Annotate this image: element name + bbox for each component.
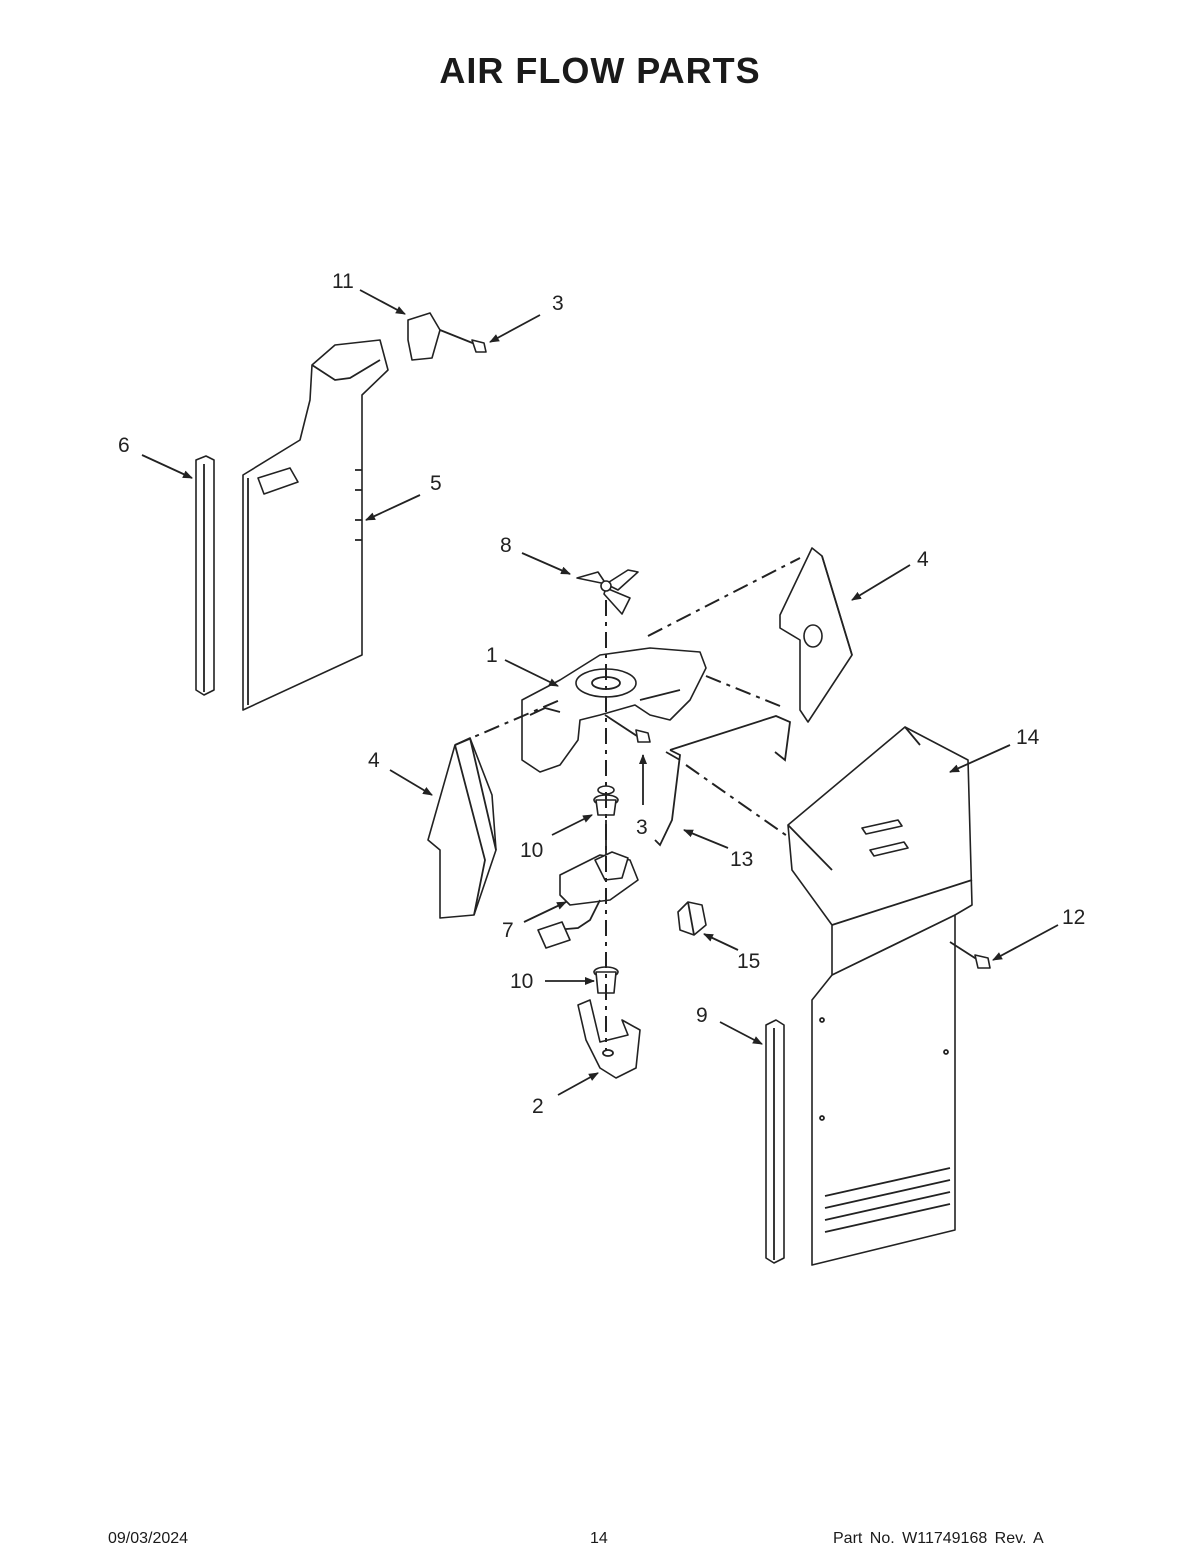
callout-labels: 11 3 6 5 8 4 1 4 14 3 10 13 7 12 15 10 9… <box>118 270 1085 1118</box>
callout-10-upper: 10 <box>520 839 543 862</box>
callout-8: 8 <box>500 534 512 557</box>
fan-blade <box>576 569 639 615</box>
footer-date: 09/03/2024 <box>108 1530 189 1547</box>
callout-5: 5 <box>430 472 442 495</box>
callout-11: 12 <box>1062 906 1085 929</box>
grommet-lower <box>593 966 619 994</box>
wire-bracket <box>654 715 791 847</box>
callout-6: 6 <box>118 434 130 457</box>
callout-12: 11 <box>332 270 354 293</box>
gasket-strip-left <box>195 455 215 696</box>
callout-3-middle: 3 <box>636 816 648 839</box>
alignment-lines <box>454 557 801 1050</box>
fan-motor <box>537 820 639 949</box>
gasket-strip-right <box>765 1019 785 1264</box>
fan-shroud <box>521 647 707 773</box>
callout-14: 14 <box>1016 726 1040 749</box>
callout-9: 9 <box>696 1004 708 1027</box>
evaporator-cover <box>787 726 973 1266</box>
baffle-left <box>427 737 497 919</box>
callout-10-lower: 10 <box>510 970 533 993</box>
callout-3-top: 3 <box>552 292 564 315</box>
page-title: AIR FLOW PARTS <box>439 50 761 91</box>
callout-7: 7 <box>502 919 514 942</box>
footer-part-number: Part No. W11749168 Rev. A <box>833 1530 1044 1547</box>
air-duct-panel <box>242 339 389 711</box>
callout-4-right: 4 <box>917 548 929 571</box>
screw-right <box>949 941 991 969</box>
screw-middle <box>604 714 651 743</box>
screw-top <box>439 329 487 353</box>
baffle-right <box>779 547 853 723</box>
clip <box>677 901 707 936</box>
callout-13: 13 <box>730 848 753 871</box>
callout-1: 1 <box>486 644 498 667</box>
footer-page-number: 14 <box>590 1530 608 1547</box>
motor-bracket <box>577 999 641 1079</box>
callout-15: 15 <box>737 950 760 973</box>
leader-arrows <box>141 289 1059 1096</box>
callout-4-left: 4 <box>368 749 380 772</box>
damper-cap <box>407 312 441 361</box>
callout-2: 2 <box>532 1095 544 1118</box>
